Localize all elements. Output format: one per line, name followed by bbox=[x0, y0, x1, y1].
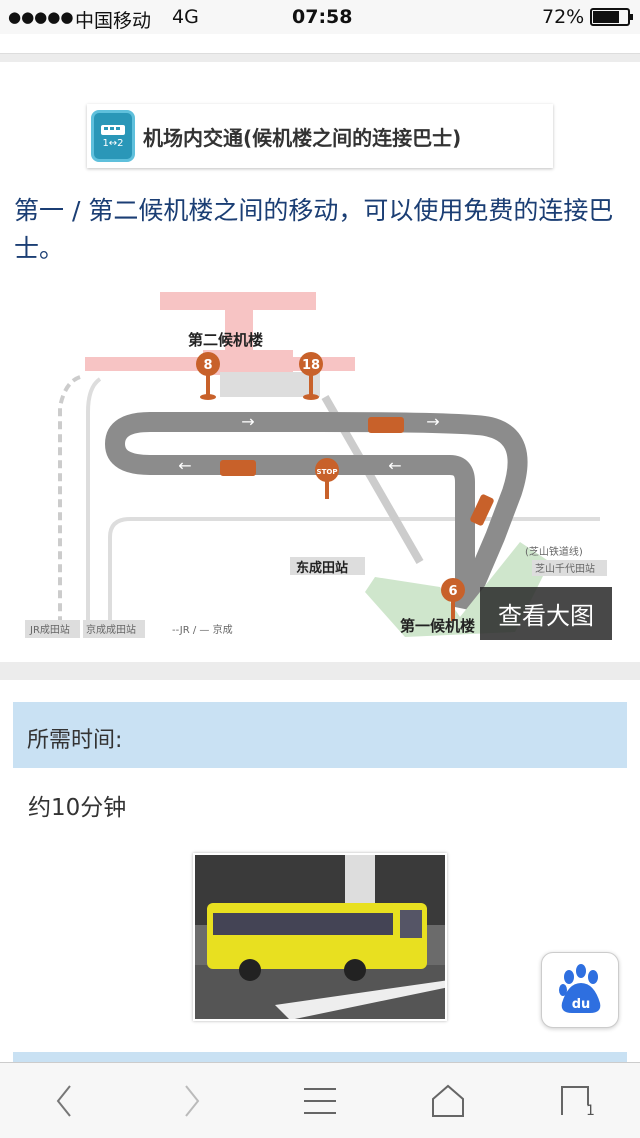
shuttle-bus-photo bbox=[193, 853, 447, 1021]
section-banner: 1↔2 机场内交通(候机楼之间的连接巴士) bbox=[87, 104, 553, 168]
shibayama-station-label: 芝山千代田站 bbox=[535, 562, 595, 575]
time: 07:58 bbox=[292, 6, 353, 28]
tabs-count: 1 bbox=[586, 1103, 595, 1119]
status-bar: ●●●●● 中国移动 4G 07:58 72% bbox=[0, 0, 640, 34]
jr-station-label: JR成田站 bbox=[29, 623, 70, 636]
browser-top-bar bbox=[0, 34, 640, 54]
browser-toolbar: 1 bbox=[0, 1062, 640, 1138]
svg-text:←: ← bbox=[388, 456, 401, 475]
chevron-right-icon bbox=[185, 1085, 200, 1117]
svg-text:→: → bbox=[426, 412, 439, 431]
bus-icon: 1↔2 bbox=[91, 110, 135, 162]
banner-title: 机场内交通(候机楼之间的连接巴士) bbox=[143, 125, 462, 150]
intro-text: 第一 / 第二候机楼之间的移动，可以使用免费的连接巴士。 bbox=[14, 196, 614, 263]
icon-label: 1↔2 bbox=[102, 137, 124, 149]
stop-sign: STOP bbox=[317, 468, 338, 476]
back-button[interactable] bbox=[40, 1077, 88, 1125]
stop-8: 8 bbox=[203, 358, 212, 373]
signal-icon: ●●●●● bbox=[8, 8, 74, 26]
content-card: 1↔2 机场内交通(候机楼之间的连接巴士) 第一 / 第二候机楼之间的移动，可以… bbox=[0, 62, 640, 662]
menu-button[interactable] bbox=[296, 1077, 344, 1125]
home-icon bbox=[432, 1084, 464, 1117]
stop-18: 18 bbox=[302, 358, 320, 373]
stop-6: 6 bbox=[448, 584, 457, 599]
battery-percent: 72% bbox=[542, 6, 585, 28]
tabs-button[interactable]: 1 bbox=[552, 1077, 600, 1125]
forward-button[interactable] bbox=[168, 1077, 216, 1125]
svg-text:←: ← bbox=[178, 456, 191, 475]
terminal2-label: 第二候机楼 bbox=[188, 331, 263, 349]
duration-value: 约10分钟 bbox=[28, 795, 127, 821]
baidu-float-button[interactable]: du bbox=[541, 952, 619, 1028]
svg-text:du: du bbox=[572, 997, 591, 1012]
map-legend: --JR / — 京成 bbox=[172, 623, 233, 636]
terminal1-label: 第一候机楼 bbox=[400, 617, 475, 635]
keisei-station-label: 京成成田站 bbox=[86, 623, 136, 636]
higashi-narita-label: 东成田站 bbox=[296, 560, 348, 576]
duration-card: 所需时间: 约10分钟 bbox=[0, 680, 640, 1064]
menu-icon bbox=[304, 1088, 336, 1114]
carrier: 中国移动 bbox=[75, 10, 152, 32]
chevron-left-icon bbox=[56, 1085, 71, 1117]
duration-header: 所需时间: bbox=[13, 702, 627, 768]
tabs-icon bbox=[561, 1086, 589, 1115]
next-section-header bbox=[13, 1052, 627, 1064]
battery-icon bbox=[590, 8, 633, 26]
svg-text:→: → bbox=[241, 412, 254, 431]
baidu-paw-icon: du bbox=[559, 964, 601, 1013]
shibayama-line-label: (芝山铁道线) bbox=[525, 545, 583, 558]
view-large-image-button[interactable]: 查看大图 bbox=[480, 587, 612, 640]
home-button[interactable] bbox=[424, 1077, 472, 1125]
network: 4G bbox=[172, 6, 199, 28]
